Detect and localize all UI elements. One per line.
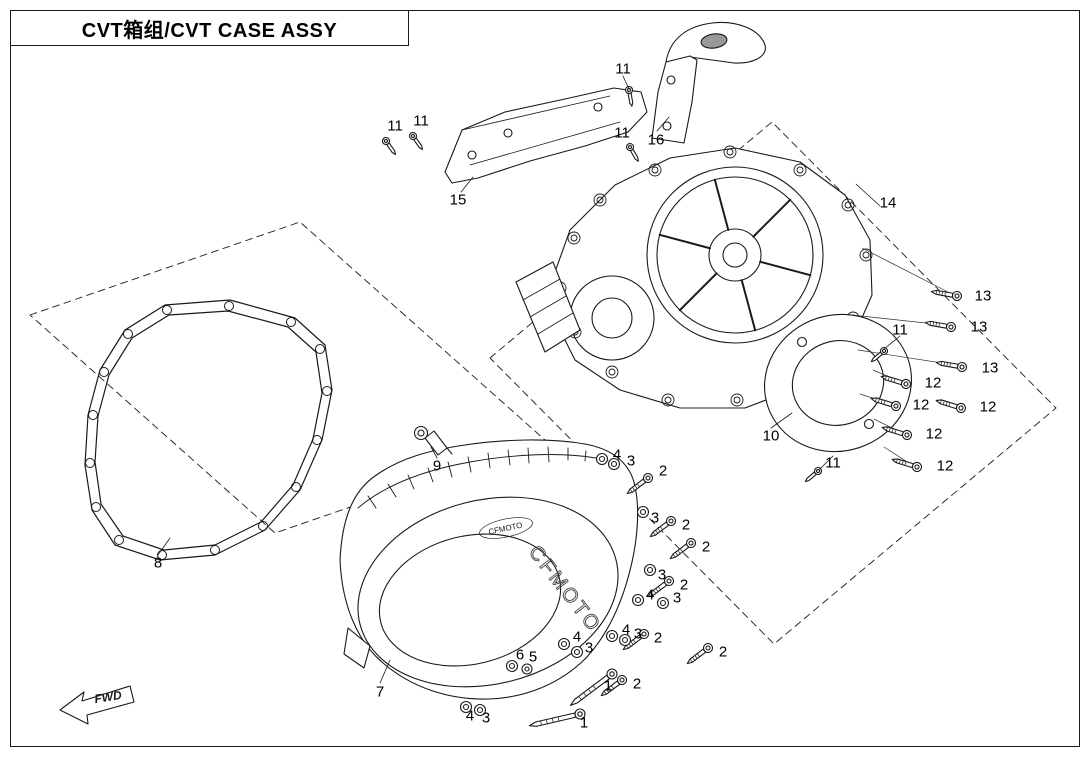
duct-elbow-bracket	[651, 21, 766, 144]
leader-lines	[157, 75, 901, 684]
fwd-arrow: FWD	[59, 685, 135, 725]
cvt-cover-gasket	[84, 299, 333, 561]
title-box: CVT箱组/CVT CASE ASSY	[10, 10, 409, 46]
bolts-item-13	[924, 286, 968, 373]
diagram-border	[10, 10, 1080, 747]
air-duct-bracket	[444, 87, 648, 184]
breather-plug	[413, 425, 453, 456]
cvt-wheel-spokes	[658, 178, 812, 332]
fwd-arrow-label: FWD	[93, 688, 123, 706]
nut-item-6	[505, 659, 519, 673]
diagram-title: CVT箱组/CVT CASE ASSY	[81, 19, 338, 42]
cover-snorkel	[515, 261, 581, 353]
spacer-item-5	[521, 663, 533, 675]
cover-ribs	[367, 446, 587, 509]
gasket-bolt-holes	[85, 301, 332, 560]
cvt-cover-plate	[764, 313, 912, 453]
outer-cvt-cover: CFMOTO CFMOTO	[339, 439, 639, 700]
